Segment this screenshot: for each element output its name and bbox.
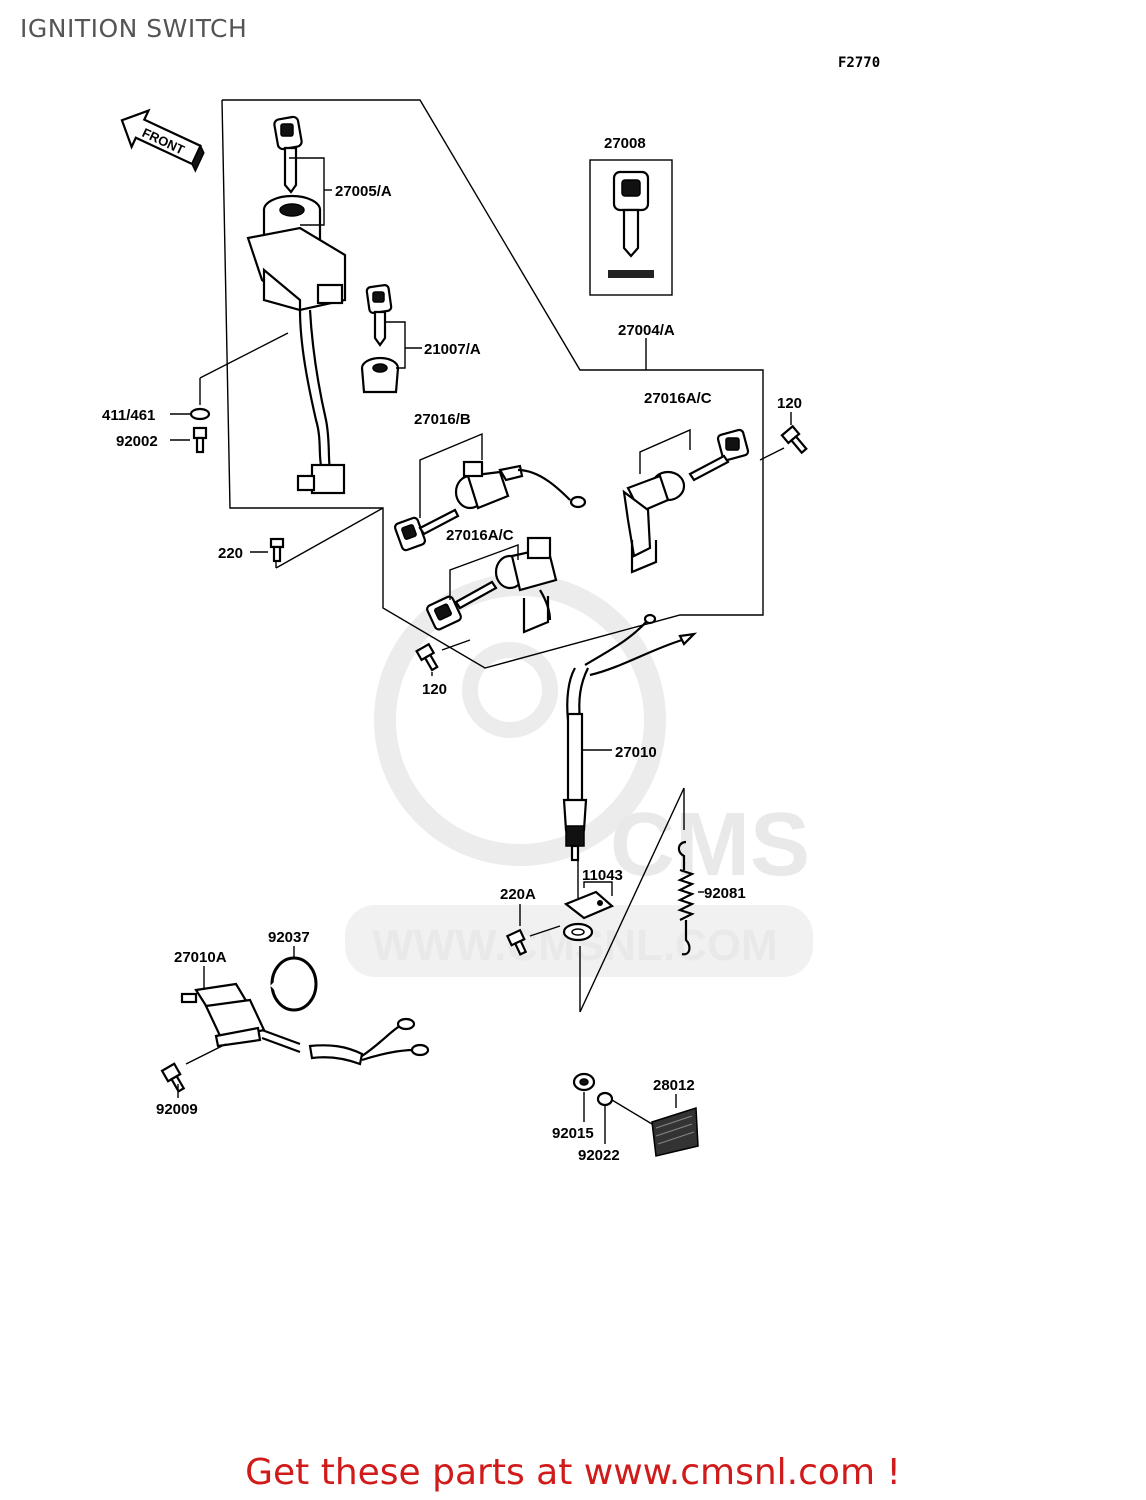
kit-outline <box>221 99 764 669</box>
spring-92081 <box>677 840 695 956</box>
label-92009: 92009 <box>156 1101 198 1118</box>
label-21007A: 21007/A <box>424 341 481 358</box>
label-92002: 92002 <box>116 433 158 450</box>
switch-27010 <box>562 613 698 862</box>
label-92022: 92022 <box>578 1147 620 1164</box>
switch-27010A <box>180 982 430 1066</box>
diagram-title: IGNITION SWITCH <box>20 14 248 43</box>
label-220A: 220A <box>500 886 536 903</box>
label-27010A: 27010A <box>174 949 227 966</box>
label-27016AC-top: 27016A/C <box>644 390 712 407</box>
label-27010: 27010 <box>615 744 657 761</box>
label-11043: 11043 <box>582 867 623 884</box>
nut-92015 <box>572 1072 596 1092</box>
leader-220-kit <box>275 507 384 569</box>
front-label: FRONT <box>140 125 187 158</box>
lock-27016B <box>393 460 587 552</box>
cta-link[interactable]: Get these parts at www.cmsnl.com ! <box>245 1452 901 1493</box>
reflector-28012 <box>651 1106 699 1157</box>
bolt-92002 <box>192 426 208 454</box>
label-92037: 92037 <box>268 929 310 946</box>
label-92015: 92015 <box>552 1125 594 1142</box>
label-92081: 92081 <box>704 885 746 902</box>
lock-21007 <box>360 284 400 394</box>
label-120-right: 120 <box>777 395 802 412</box>
leader-washer <box>199 332 289 379</box>
ring-92037 <box>270 956 318 1012</box>
label-220: 220 <box>218 545 243 562</box>
screw-220 <box>269 537 285 563</box>
label-120-bottom: 120 <box>422 681 447 698</box>
key-tag-27008 <box>589 159 673 296</box>
front-arrow-icon: FRONT <box>120 108 205 173</box>
label-411461: 411/461 <box>102 407 155 424</box>
ignition-switch-27005 <box>246 115 347 495</box>
figure-code: F2770 <box>838 55 880 71</box>
parts-diagram: CMS WWW.CMSNL.COM F2770 FRONT <box>102 55 880 1164</box>
watermark-logo: CMS <box>610 795 810 895</box>
label-28012: 28012 <box>653 1077 695 1094</box>
label-27008: 27008 <box>604 135 646 152</box>
label-27016AC-mid: 27016A/C <box>446 527 514 544</box>
label-27016B: 27016/B <box>414 411 471 428</box>
lock-27016AC-mid <box>426 536 558 634</box>
bolt-120-bottom <box>415 642 439 672</box>
label-27005A: 27005/A <box>335 183 392 200</box>
bolt-120-right <box>780 424 808 455</box>
lock-27016AC-right <box>622 428 750 574</box>
label-27004A: 27004/A <box>618 322 675 339</box>
bracket-11043 <box>562 890 615 942</box>
washer-411 <box>189 407 211 421</box>
screw-220A <box>505 928 528 956</box>
washer-92022 <box>596 1091 614 1107</box>
screw-92009 <box>160 1062 186 1093</box>
